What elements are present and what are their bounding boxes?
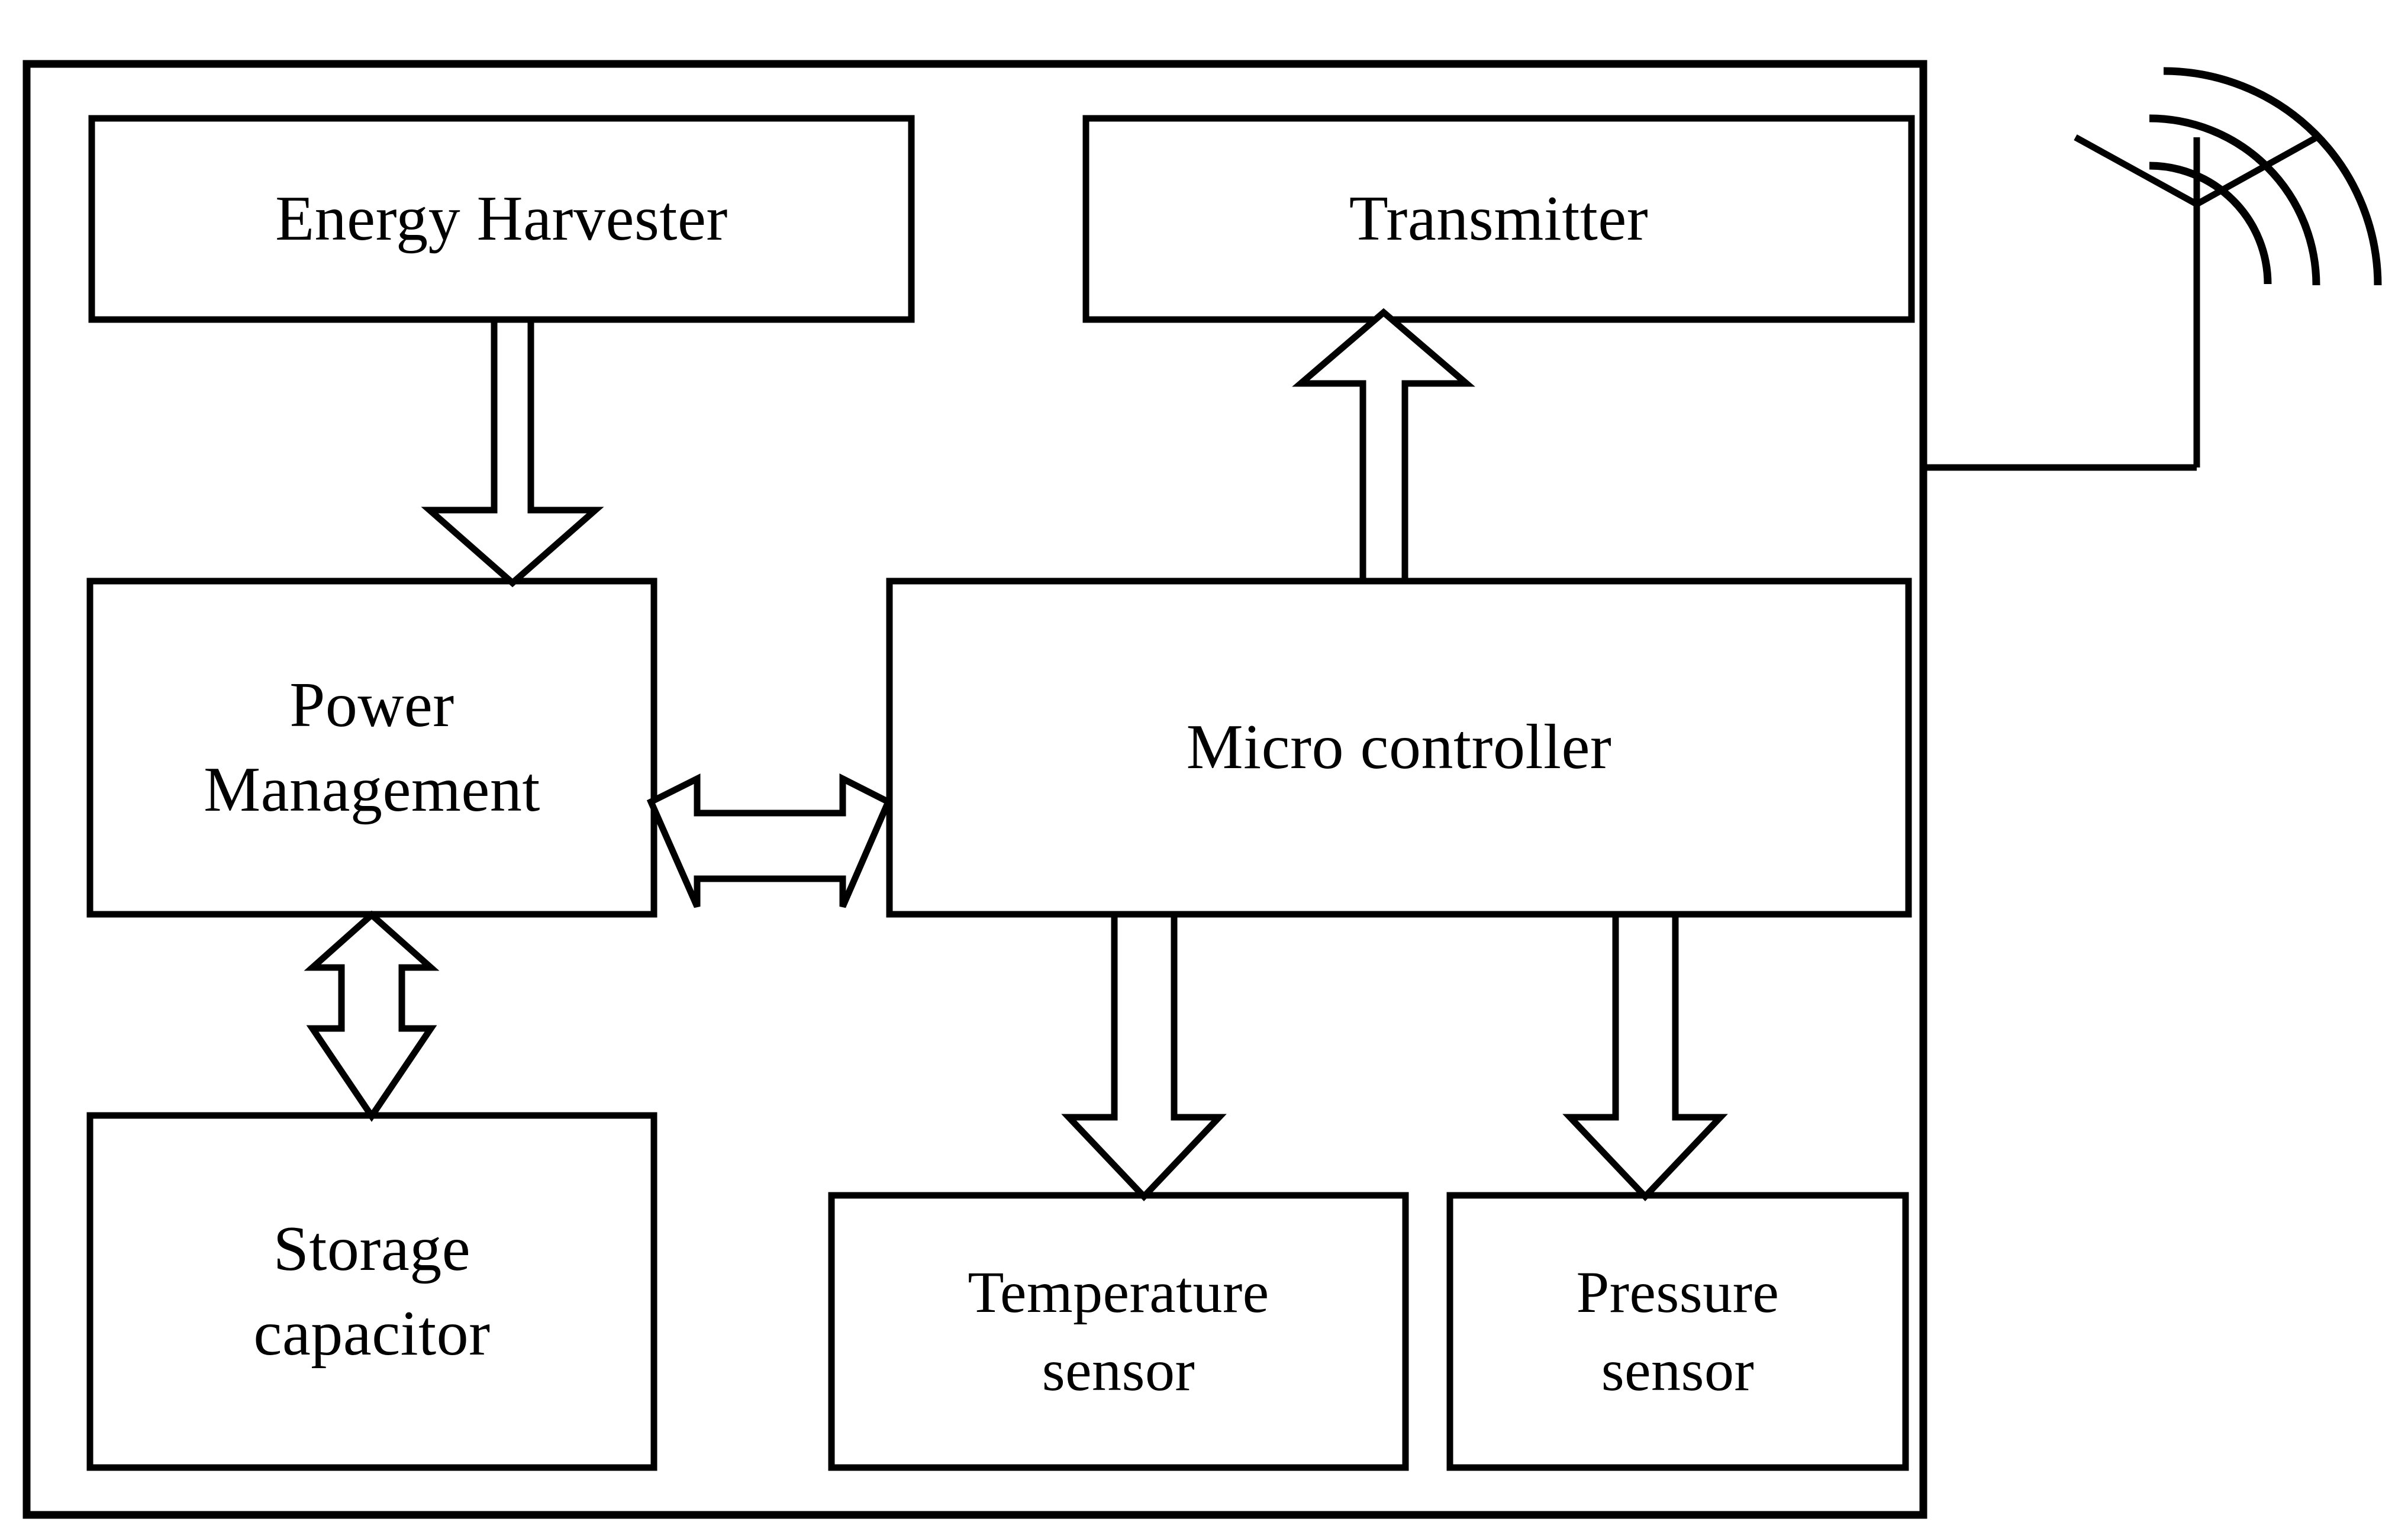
- sensor-node-enclosure: [22, 60, 1927, 1519]
- arrow-harvester-to-power-management: [421, 316, 604, 588]
- block-temperature-sensor[interactable]: [828, 1192, 1409, 1471]
- hit-storage-capacitor[interactable]: [90, 1115, 654, 1468]
- antenna-wave-arc-3: [2163, 67, 2382, 286]
- arrow-power-management-to-storage-capacitor: [304, 910, 440, 1122]
- hit-energy-harvester[interactable]: [92, 118, 911, 320]
- arrow-micro-controller-to-temperature-sensor: [1061, 911, 1227, 1201]
- block-transmitter[interactable]: [1082, 115, 1915, 323]
- hit-pressure-sensor[interactable]: [1450, 1195, 1906, 1468]
- antenna-icon: [1923, 67, 2382, 471]
- antenna-whisker-left: [2074, 134, 2199, 207]
- hit-power-management[interactable]: [90, 581, 654, 914]
- arrow-micro-controller-to-transmitter: [1292, 308, 1475, 585]
- antenna-wave-arc-1: [2149, 162, 2272, 285]
- block-power-management[interactable]: [86, 578, 657, 918]
- block-pressure-sensor[interactable]: [1446, 1192, 1909, 1471]
- arrow-micro-controller-to-pressure-sensor: [1562, 911, 1728, 1201]
- antenna-wave-arc-2: [2149, 114, 2320, 286]
- hit-temperature-sensor[interactable]: [831, 1195, 1406, 1468]
- block-micro-controller[interactable]: [886, 578, 1912, 918]
- block-storage-capacitor[interactable]: [86, 1112, 657, 1471]
- arrow-power-management-to-micro-controller: [646, 773, 893, 908]
- antenna-whisker-right: [2195, 134, 2319, 207]
- hit-micro-controller[interactable]: [889, 581, 1909, 914]
- hit-transmitter[interactable]: [1086, 118, 1911, 320]
